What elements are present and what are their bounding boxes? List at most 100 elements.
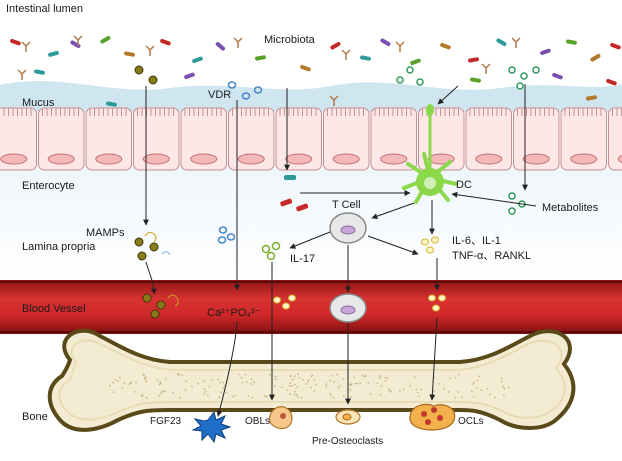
vdr-ions: [217, 81, 263, 244]
label-metabolites: Metabolites: [542, 202, 599, 214]
bacterium-rod: [586, 95, 597, 101]
microbiota-scatter: [10, 35, 621, 107]
enterocyte-cell: [85, 107, 132, 171]
t-cell-blood: [329, 293, 367, 323]
bacterium-y: [511, 37, 521, 48]
arrow-mamps-blood: [145, 261, 157, 295]
enterocyte-cell: [0, 107, 37, 171]
arrow-metabolites-dc: [451, 191, 537, 207]
ocl-cell: [409, 403, 456, 431]
enterocyte-cell: [323, 107, 370, 171]
enterocyte-cell: [513, 107, 560, 171]
enterocyte-cell: [133, 107, 180, 171]
dendritic-cell: [402, 104, 458, 204]
label-obls: OBLs: [245, 416, 270, 427]
label-vdr: VDR: [208, 89, 231, 101]
label-fgf23: FGF23: [150, 416, 182, 427]
label-enterocyte: Enterocyte: [22, 180, 75, 192]
cytokine-dots: [421, 236, 439, 254]
bacterium-rod: [590, 54, 601, 62]
enterocyte-cell: [608, 107, 622, 171]
enterocyte-cell: [228, 107, 275, 171]
enterocyte-cell: [275, 107, 322, 171]
label-tnf-rankl: TNF-α、RANKL: [452, 250, 531, 262]
label-tcell: T Cell: [332, 199, 361, 211]
bacterium-rod: [468, 57, 479, 63]
label-blood-vessel: Blood Vessel: [22, 303, 86, 315]
label-mucus: Mucus: [22, 97, 55, 109]
label-mamps: MAMPs: [86, 227, 125, 239]
bacterium-y: [341, 49, 351, 60]
bacterium-rod: [300, 64, 311, 72]
bacterium-rod: [70, 40, 81, 48]
bacterium-rod: [380, 38, 391, 46]
bacterium-rod: [540, 48, 551, 56]
label-dc: DC: [456, 179, 472, 191]
label-intestinal: Intestinal lumen: [6, 3, 83, 15]
enterocyte-cell: [560, 107, 607, 171]
enterocyte-cell: [370, 107, 417, 171]
bacterium-rod: [606, 78, 617, 86]
bacterium-rod: [255, 55, 266, 61]
bacterium-y: [481, 63, 491, 74]
bacterium-y: [233, 37, 243, 48]
bacterium-rod: [192, 56, 203, 64]
bacterium-rod: [100, 36, 111, 44]
mamps-group: [134, 65, 179, 319]
bacterium-rod: [610, 42, 621, 50]
label-il6-il1: IL-6、IL-1: [452, 235, 501, 247]
label-microbiota: Microbiota: [264, 34, 316, 46]
bacterium-rod: [184, 72, 195, 80]
bacterium-rod: [360, 55, 371, 61]
label-lamina: Lamina propria: [22, 241, 96, 253]
enterocyte-cell: [180, 107, 227, 171]
enterocyte-microbes: [280, 175, 309, 212]
bacterium-rod: [410, 58, 421, 66]
label-bone: Bone: [22, 411, 48, 423]
bacterium-rod: [470, 77, 481, 83]
arrow-ca-fgf23: [216, 321, 238, 417]
bacterium-y: [21, 41, 31, 52]
bacterium-y: [17, 69, 27, 80]
bacterium-rod: [34, 69, 45, 75]
bacterium-rod: [552, 72, 563, 80]
il17-dots: [261, 241, 281, 261]
mucus-layer: [0, 81, 622, 112]
bacterium-rod: [440, 42, 451, 50]
label-ocls: OCLs: [458, 416, 484, 427]
bacterium-rod: [106, 101, 117, 107]
bacterium-rod: [215, 42, 226, 51]
bacterium-rod: [124, 51, 135, 57]
arrow-dc-tcell: [371, 202, 415, 220]
bacterium-rod: [566, 39, 577, 45]
fgf23-star: [191, 410, 232, 444]
bacterium-rod: [10, 38, 21, 46]
bacterium-y: [329, 95, 339, 106]
arrow-tcell-il17: [289, 231, 331, 249]
bacterium-rod: [330, 42, 341, 50]
enterocyte-cell: [465, 107, 512, 171]
blood-particles: [273, 294, 446, 312]
bacterium-y: [73, 35, 83, 46]
label-preosteoclasts: Pre-Osteoclasts: [312, 436, 383, 447]
t-cell: [329, 212, 367, 244]
lamina-propria-area: [0, 160, 622, 280]
enterocyte-row: [0, 107, 622, 171]
label-ca-po4: Ca²⁺PO₄³⁻: [207, 307, 261, 319]
arrow-blood-ocls: [429, 317, 438, 401]
preosteoclast-cell: [335, 409, 361, 425]
bacterium-rod: [496, 38, 507, 46]
arrow-microbe-dc: [437, 85, 459, 105]
bone-texture: [109, 373, 510, 399]
bacterium-y: [395, 41, 405, 52]
blood-vessel: [0, 280, 622, 334]
label-il17: IL-17: [290, 253, 315, 265]
arrow-tcell-il6: [367, 235, 419, 255]
bacterium-rod: [48, 50, 59, 57]
bacterium-y: [145, 45, 155, 56]
enterocyte-cell: [38, 107, 85, 171]
bacterium-rod: [160, 38, 171, 46]
bone-shape: [47, 328, 576, 432]
